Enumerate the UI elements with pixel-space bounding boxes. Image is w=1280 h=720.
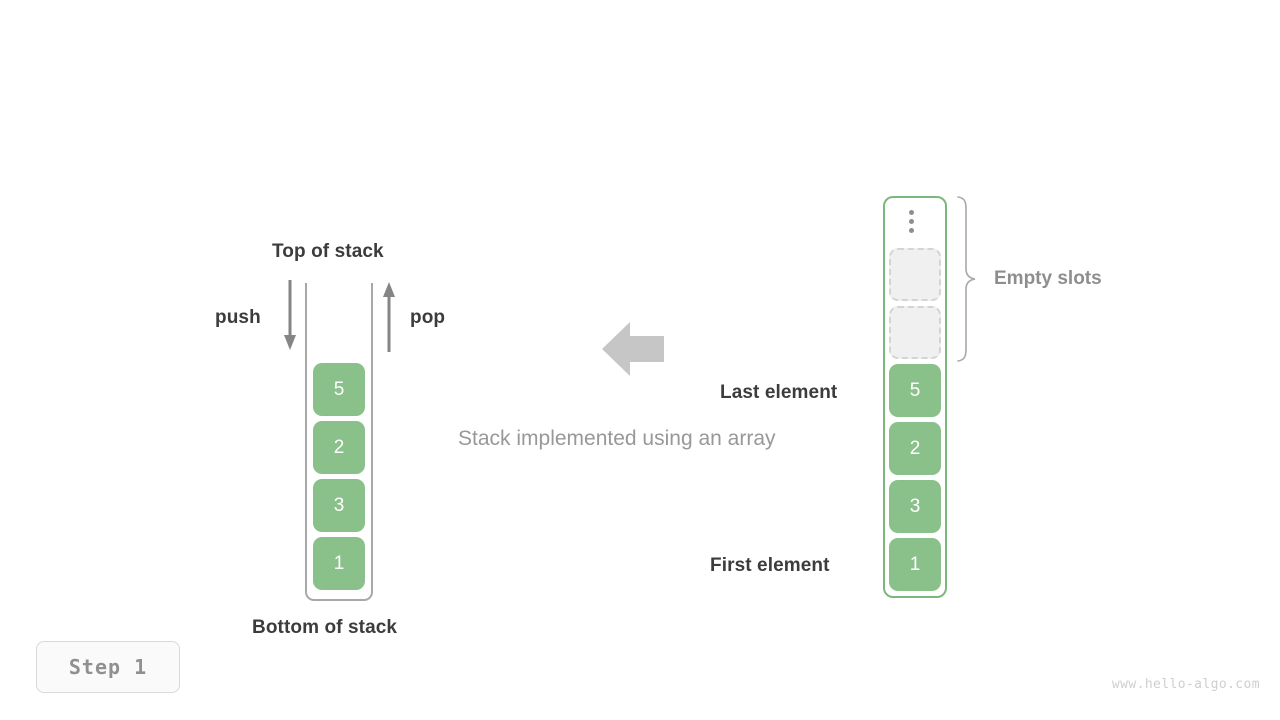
- array-cell: 2: [889, 422, 941, 475]
- stack-cell: 1: [313, 537, 365, 590]
- last-element-label: Last element: [720, 382, 838, 403]
- empty-slots-label: Empty slots: [994, 268, 1102, 289]
- stack-cell: 5: [313, 363, 365, 416]
- array-empty-slot: [889, 306, 941, 359]
- diagram-caption: Stack implemented using an array: [458, 427, 776, 450]
- bottom-of-stack-label: Bottom of stack: [252, 617, 398, 638]
- pop-arrow-icon: [383, 282, 395, 352]
- first-element-label: First element: [710, 555, 830, 576]
- push-label: push: [215, 307, 261, 328]
- array-cell: 1: [889, 538, 941, 591]
- step-badge: Step 1: [36, 641, 180, 693]
- empty-slots-brace-icon: [957, 196, 976, 362]
- vertical-ellipsis-icon: [909, 210, 914, 233]
- top-of-stack-label: Top of stack: [272, 241, 384, 262]
- push-arrow-icon: [284, 280, 296, 350]
- transform-arrow-icon: [602, 322, 664, 376]
- array-empty-slot: [889, 248, 941, 301]
- stack-cell-list: 5 2 3 1: [313, 363, 365, 590]
- array-cell: 3: [889, 480, 941, 533]
- array-cell-list: 5 2 3 1: [889, 248, 941, 591]
- pop-label: pop: [410, 307, 446, 328]
- array-cell: 5: [889, 364, 941, 417]
- stack-cell: 3: [313, 479, 365, 532]
- watermark: www.hello-algo.com: [1111, 677, 1260, 692]
- stack-cell: 2: [313, 421, 365, 474]
